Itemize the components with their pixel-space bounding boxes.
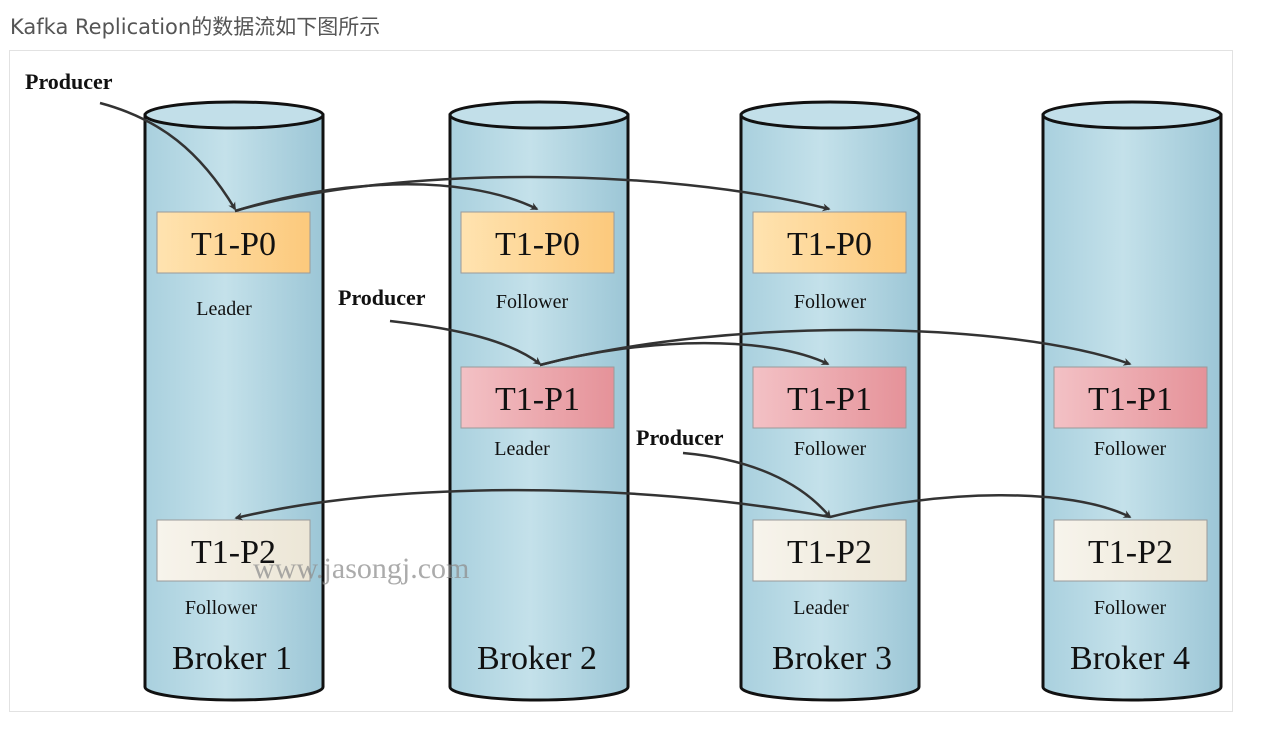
partition-box-b3-p1: T1-P1 [752,366,907,429]
replication-arrow-p0-to-b3 [234,175,831,213]
replication-arrow-p2-to-b1 [234,488,831,521]
producer-label-1: Producer [25,69,113,94]
partition-name: T1-P2 [787,534,872,571]
partition-name: T1-P2 [191,534,276,571]
figure-caption: Kafka Replication的数据流如下图所示 [10,15,381,39]
replication-diagram: Broker 1 Broker 2 Broker 3 Broker 4 T1-P… [9,50,1233,712]
partition-box-b4-p2: T1-P2 [1053,519,1208,582]
diagram-canvas: Broker 1 Broker 2 Broker 3 Broker 4 T1-P… [25,69,1223,702]
partition-name: T1-P0 [191,226,276,263]
producer-arrow-3 [682,451,832,519]
partition-role: Follower [1094,597,1167,619]
partition-box-b1-p2: T1-P2 [156,519,311,582]
partition-box-b3-p2: T1-P2 [752,519,907,582]
partition-role: Follower [794,291,867,313]
partition-role: Follower [1094,438,1167,460]
partition-name: T1-P1 [1088,381,1173,418]
partition-role: Follower [496,291,569,313]
partition-role: Leader [494,438,550,460]
partition-box-b2-p1: T1-P1 [460,366,615,429]
partition-name: T1-P2 [1088,534,1173,571]
partition-box-b4-p1: T1-P1 [1053,366,1208,429]
producer-arrow-2 [389,319,542,365]
partition-name: T1-P0 [787,226,872,263]
replication-arrow-p2-to-b4 [829,494,1132,519]
partition-role: Leader [793,597,849,619]
producer-label-3: Producer [636,425,724,450]
partition-role: Follower [794,438,867,460]
partition-role: Follower [185,597,258,619]
partition-box-b2-p0: T1-P0 [460,211,615,274]
partition-name: T1-P1 [495,381,580,418]
broker-label-3: Broker 3 [772,640,892,677]
producer-label-2: Producer [338,285,426,310]
partition-name: T1-P1 [787,381,872,418]
broker-label-2: Broker 2 [477,640,597,677]
broker-label-4: Broker 4 [1070,640,1190,677]
watermark-text: www.jasongj.com [253,552,469,585]
partition-box-b1-p0: T1-P0 [156,211,311,274]
partition-box-b3-p0: T1-P0 [752,211,907,274]
partition-role: Leader [196,298,252,320]
broker-label-1: Broker 1 [172,640,292,677]
partition-name: T1-P0 [495,226,580,263]
producer-arrow-1 [99,101,237,211]
replication-arrow-p1-to-b4 [539,328,1132,367]
